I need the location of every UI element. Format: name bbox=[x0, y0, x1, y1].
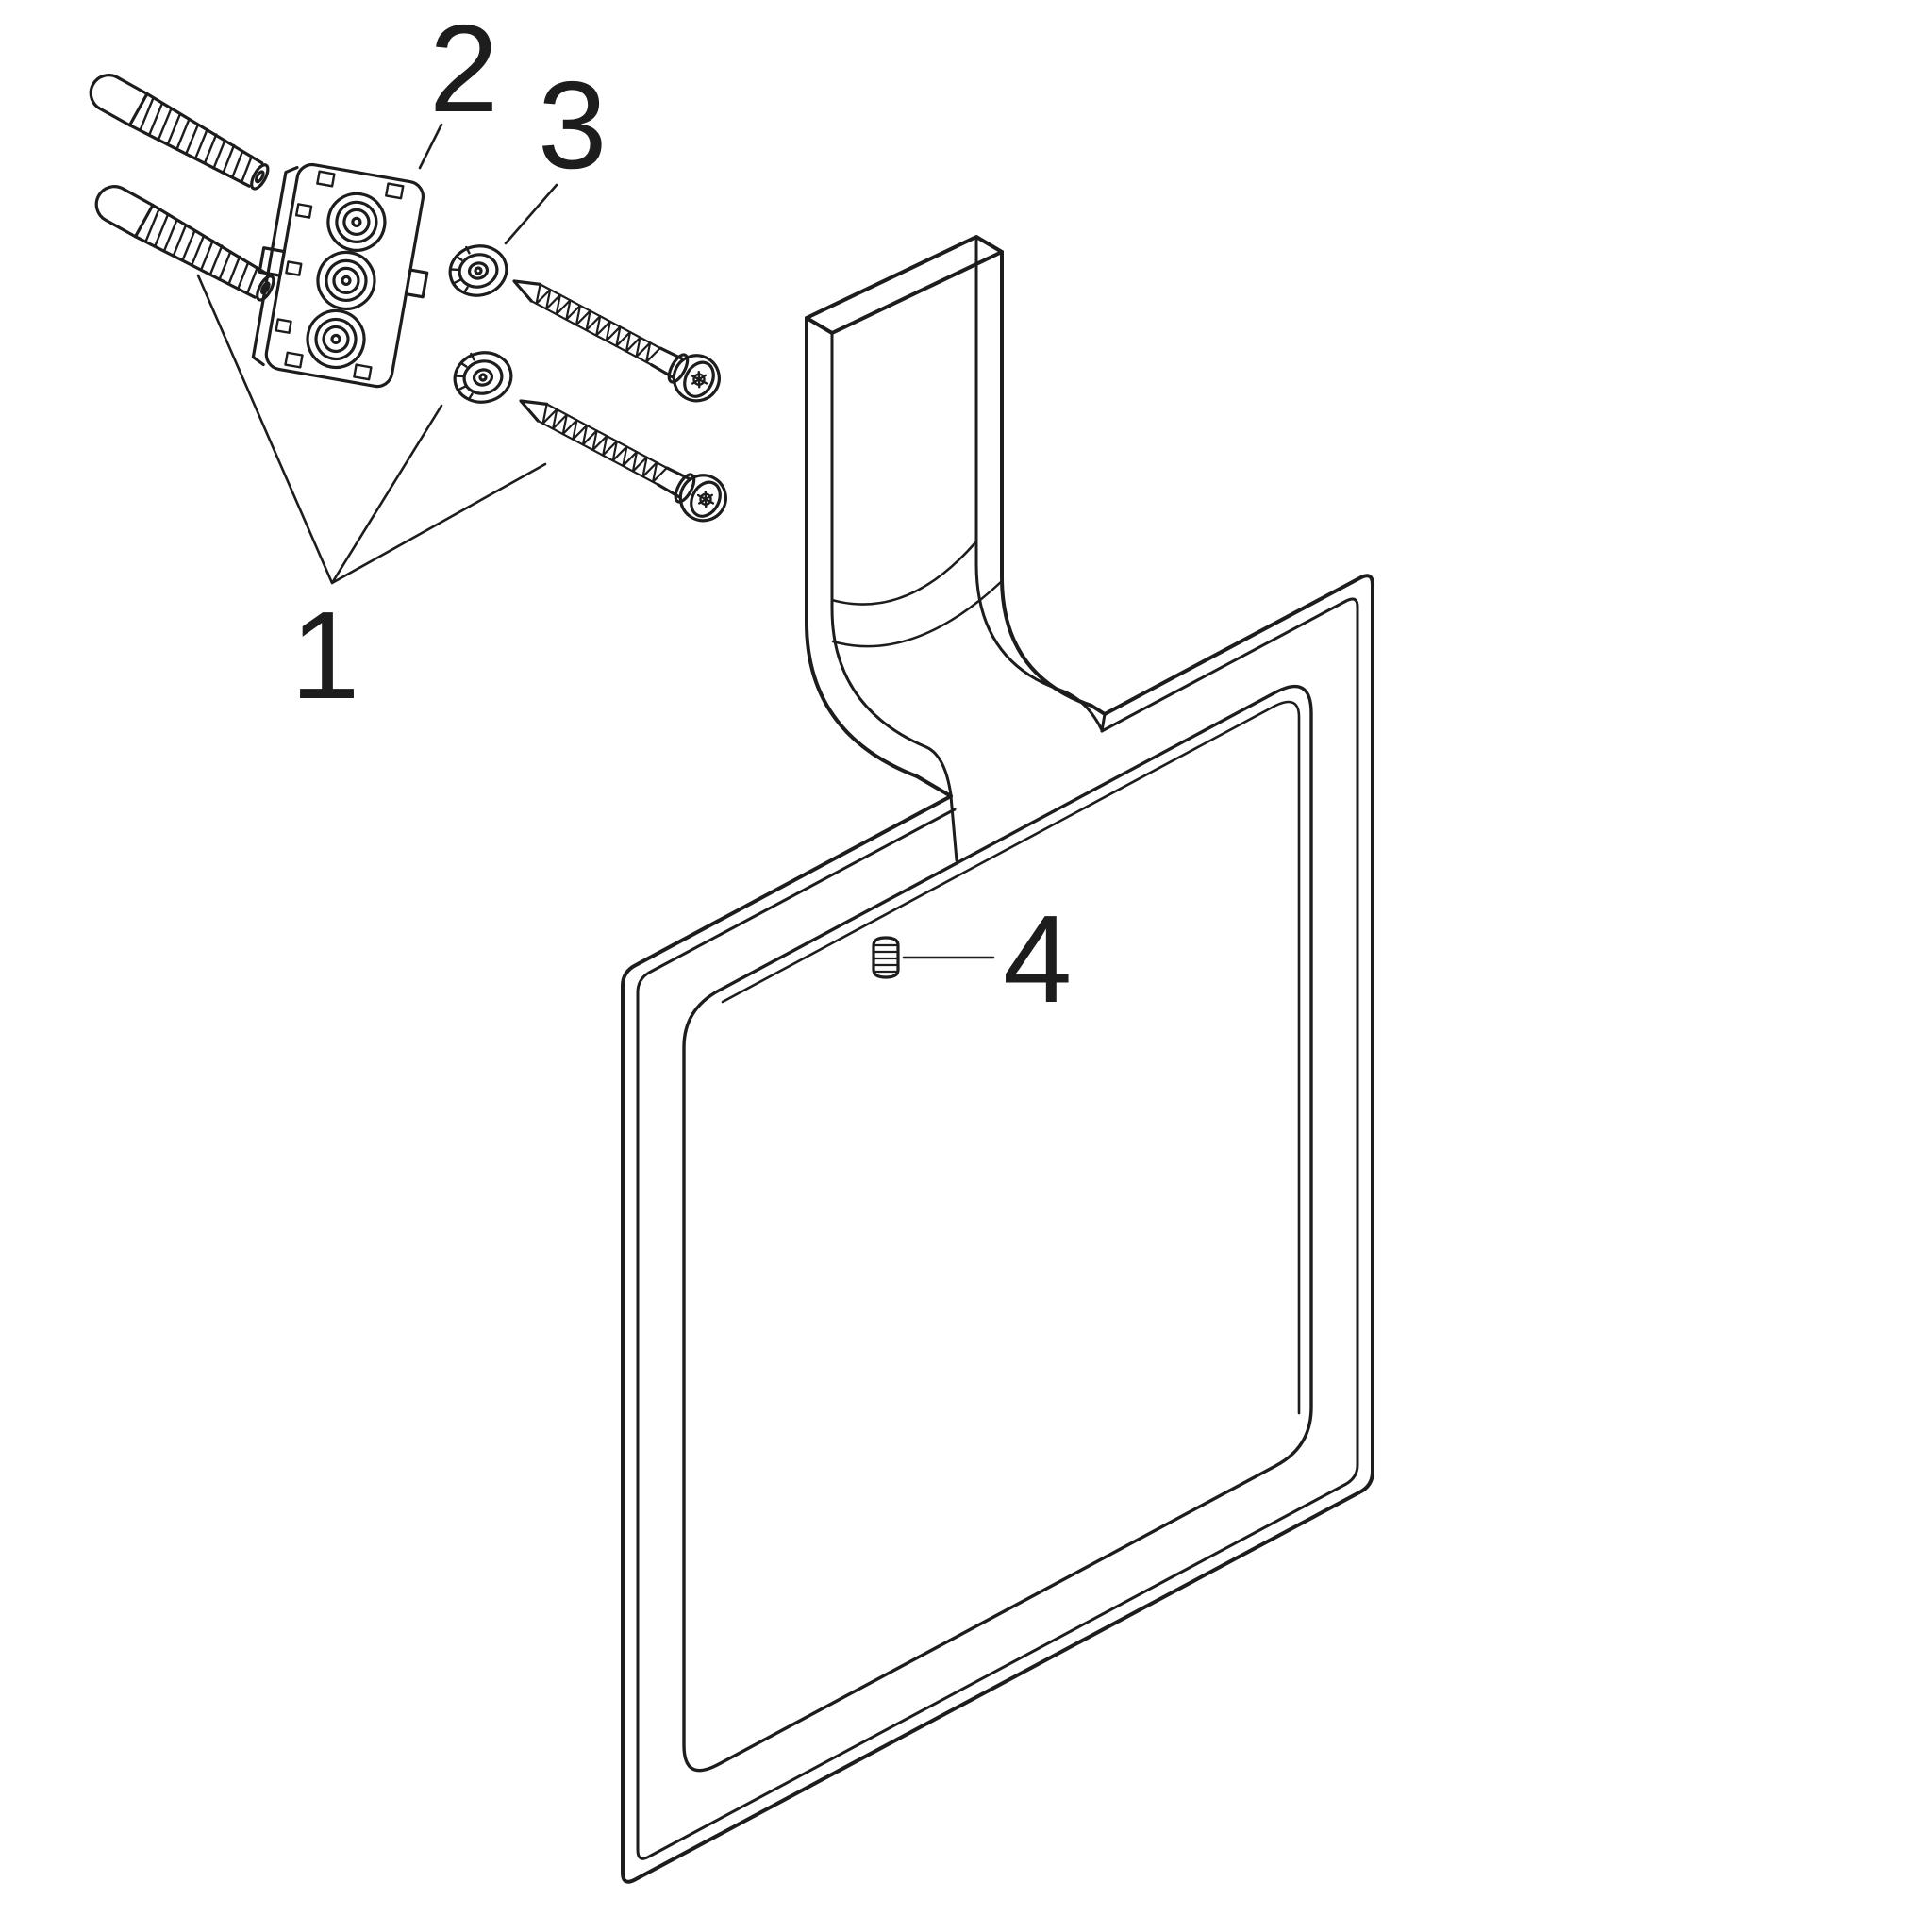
callout-label-1: 1 bbox=[291, 586, 359, 724]
towel-ring bbox=[621, 235, 1374, 1884]
screw-lower bbox=[508, 379, 736, 530]
mounting-plate-right-tab bbox=[404, 268, 429, 299]
washer-lower bbox=[448, 344, 518, 409]
ring-inner-wall-edge bbox=[721, 700, 1301, 1415]
callout-label-2: 2 bbox=[429, 0, 498, 138]
leader-line-3 bbox=[504, 183, 558, 245]
callout-label-3: 3 bbox=[538, 56, 607, 194]
leader-line-1 bbox=[196, 274, 547, 585]
arm-ring-seam-left bbox=[949, 794, 958, 862]
screw-upper bbox=[502, 259, 729, 410]
mounting-plate-cutouts bbox=[275, 170, 405, 381]
ring-frame bbox=[621, 574, 1374, 1884]
mounting-plate-sockets bbox=[306, 192, 387, 370]
arm-right-inner-edge bbox=[974, 235, 1104, 732]
set-screw bbox=[872, 936, 900, 979]
arm-ring-seam-right bbox=[1100, 712, 1107, 733]
callout-label-4: 4 bbox=[1003, 890, 1072, 1028]
arm-left-inner-edge bbox=[830, 331, 953, 797]
arm-top-face bbox=[805, 235, 1004, 335]
arm-bend-fold-line-1 bbox=[830, 540, 978, 606]
arm-right-outer-edge bbox=[1000, 250, 1107, 716]
wall-anchor-bottom bbox=[88, 178, 281, 308]
washer-upper bbox=[443, 238, 513, 303]
arm-bend-fold-line-2 bbox=[831, 579, 1004, 648]
ring-face-edge bbox=[636, 597, 1359, 1860]
arm-left-outer-edge bbox=[805, 316, 953, 798]
ring-inner-cutout bbox=[682, 684, 1313, 1773]
mounting-plate-side-face bbox=[251, 165, 299, 367]
wall-anchor-top bbox=[82, 67, 275, 197]
mounting-plate-left-tab bbox=[258, 246, 286, 277]
leader-line-2 bbox=[418, 123, 443, 170]
leader-lines bbox=[196, 123, 995, 959]
mounting-plate bbox=[251, 162, 429, 389]
mounting-arm bbox=[805, 235, 1107, 798]
ring-outer-edge bbox=[621, 574, 1374, 1884]
